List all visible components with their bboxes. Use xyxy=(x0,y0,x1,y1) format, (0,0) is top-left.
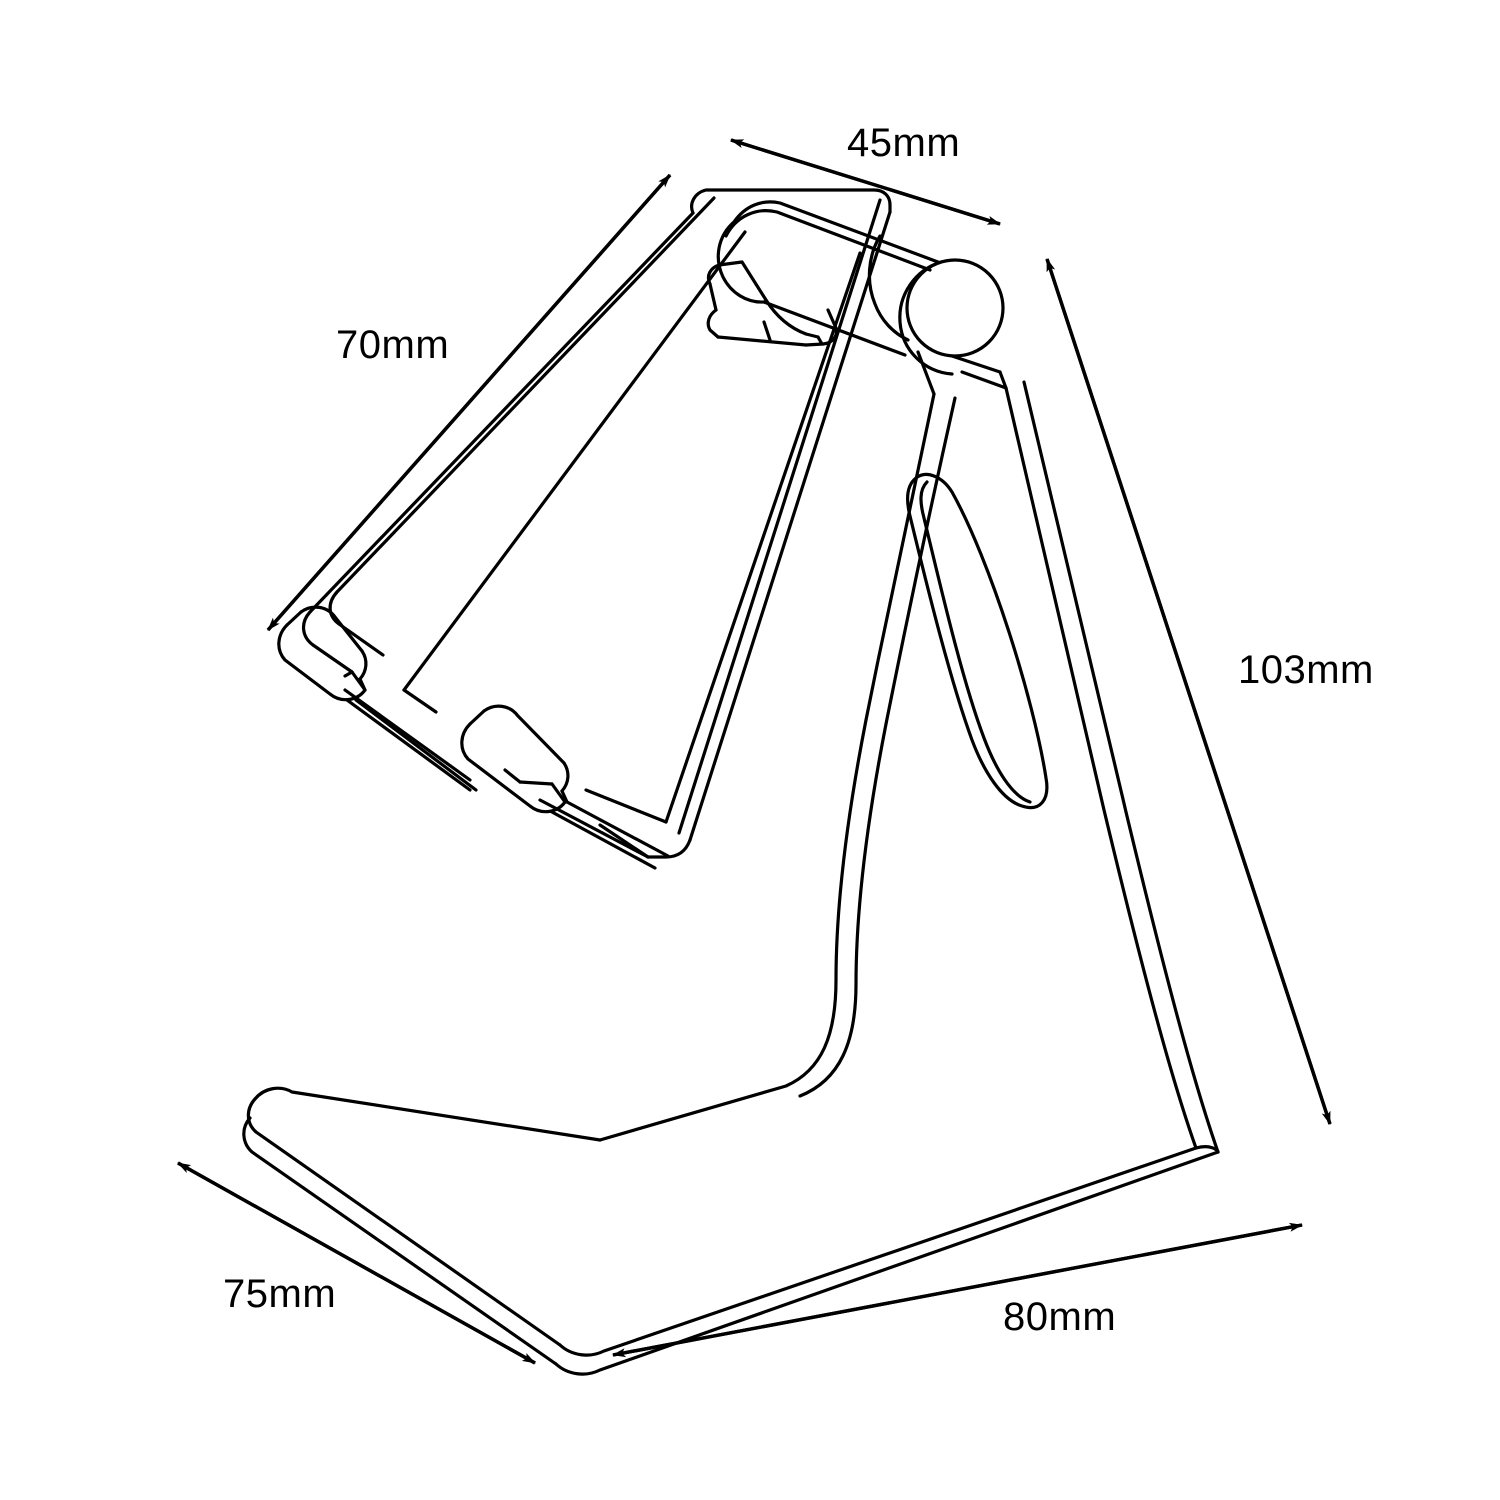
dimension-arrow-45mm-b xyxy=(730,138,1001,226)
back-plate xyxy=(302,188,892,859)
lip-tab-left xyxy=(277,605,478,792)
hinge-bracket xyxy=(916,350,1008,396)
base-plate xyxy=(242,1086,1220,1376)
dimension-label-80mm: 80mm xyxy=(1003,1295,1117,1339)
back-plate-inner-face xyxy=(402,230,862,824)
support-arm xyxy=(598,380,1220,1154)
dimension-arrow-70mm-b xyxy=(266,173,672,632)
dimension-label-75mm: 75mm xyxy=(223,1272,337,1316)
lip-tab-right xyxy=(460,704,670,870)
dimension-label-70mm: 70mm xyxy=(336,323,450,367)
hinge-cylinder xyxy=(716,200,940,357)
dimension-arrow-103mm-b xyxy=(1045,258,1332,1125)
dimension-arrow-80mm-b xyxy=(612,1222,1303,1357)
teardrop-cutout xyxy=(905,472,1049,810)
dimension-arrow-75mm-b xyxy=(177,1161,536,1365)
dimension-label-103mm: 103mm xyxy=(1238,648,1374,692)
dimension-label-45mm: 45mm xyxy=(847,121,961,165)
